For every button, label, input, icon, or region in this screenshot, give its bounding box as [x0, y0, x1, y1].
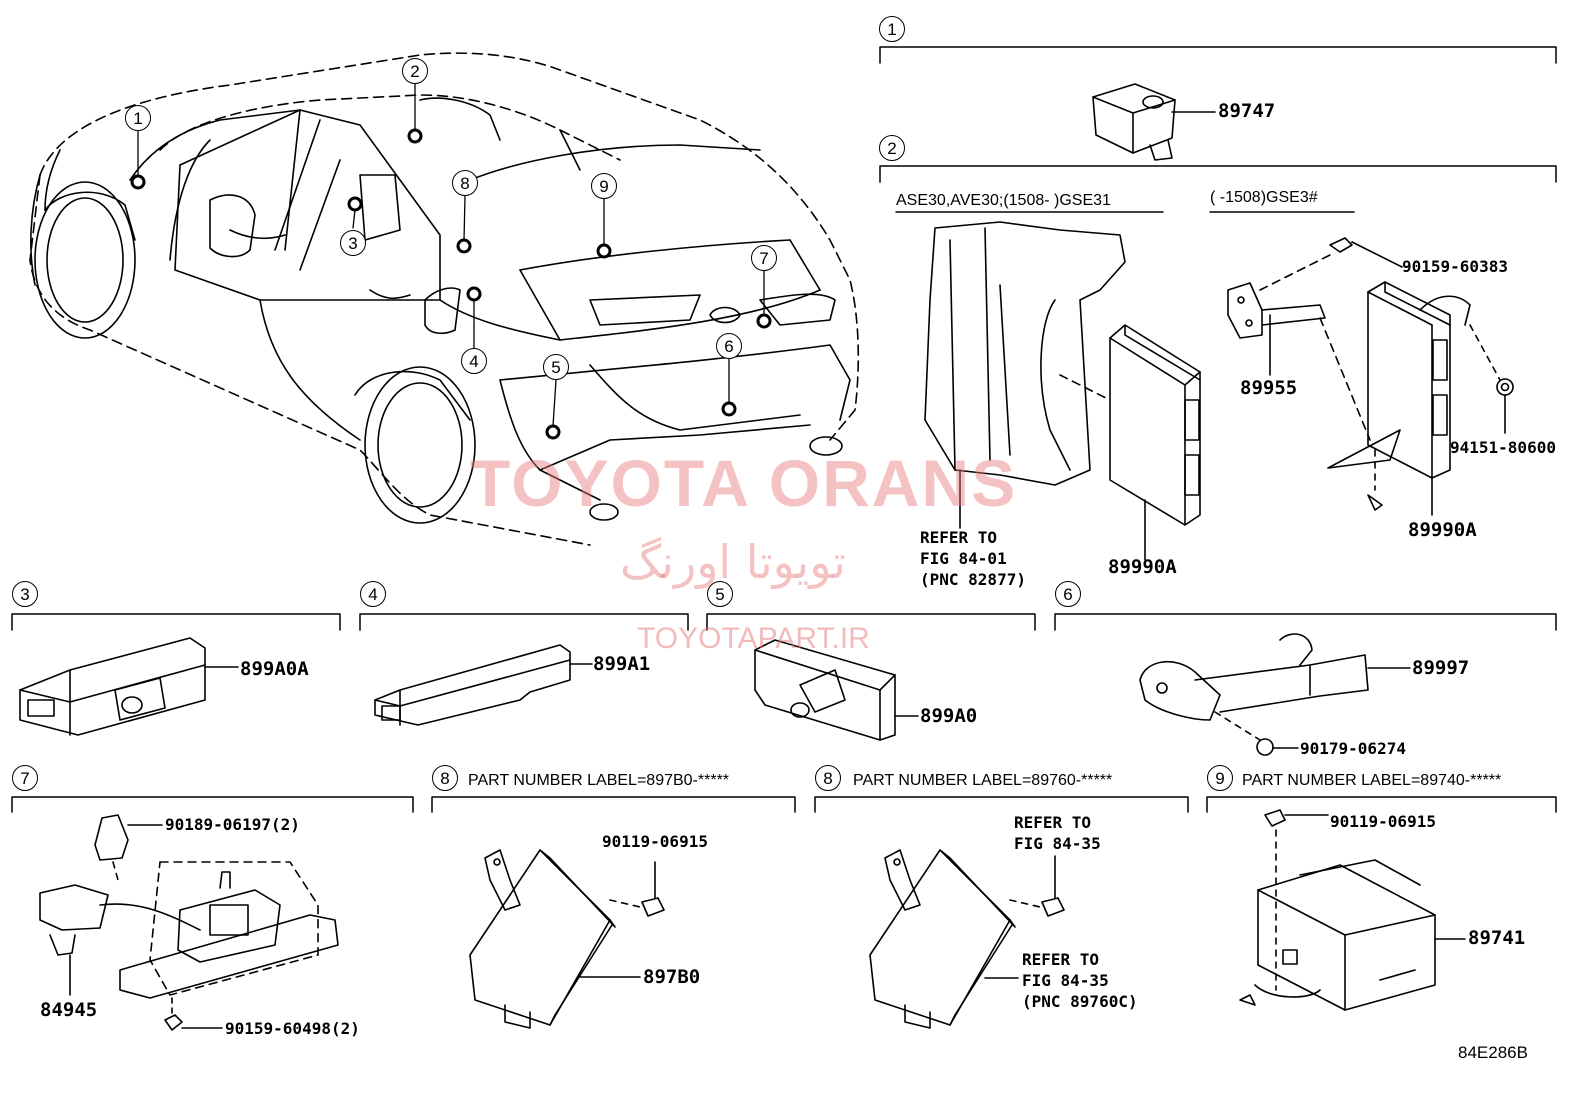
part-89990A-bracket-drawing: [924, 221, 1201, 561]
callout-panel-9: 9: [1207, 765, 1233, 791]
callout-car-5: 5: [543, 354, 569, 380]
part-number-94151-80600[interactable]: 94151-80600: [1450, 438, 1556, 457]
label-note-897B0: PART NUMBER LABEL=897B0-*****: [468, 772, 730, 789]
part-897B0-drawing: [469, 849, 665, 1029]
part-number-89990A-right[interactable]: 89990A: [1408, 519, 1477, 541]
variant-note-b: ( -1508)GSE3#: [1210, 189, 1318, 206]
panel-frames: [11, 46, 1557, 813]
reference-fig-84-01[interactable]: REFER TO FIG 84-01 (PNC 82877): [920, 528, 1026, 589]
callout-car-6: 6: [716, 333, 742, 359]
part-89760-drawing: [869, 849, 1065, 1029]
callout-panel-4: 4: [360, 581, 386, 607]
callout-car-1: 1: [125, 105, 151, 131]
watermark-line-2: تویوتا اورنگ: [620, 535, 846, 589]
part-89747-drawing: [1092, 83, 1216, 161]
car-illustration: [29, 52, 860, 546]
part-899A0A-drawing: [19, 637, 239, 736]
watermark-line-1: TOYOTA ORANS: [470, 446, 1018, 520]
part-number-89990A-left[interactable]: 89990A: [1108, 556, 1177, 578]
car-callout-leaders: [137, 83, 765, 427]
part-89741-drawing: [1239, 809, 1466, 1011]
callout-panel-7: 7: [12, 765, 38, 791]
car-sensor-markers: [130, 128, 772, 440]
callout-car-4: 4: [461, 348, 487, 374]
part-84945-drawing: [39, 814, 339, 1031]
part-number-89747[interactable]: 89747: [1218, 100, 1276, 122]
part-number-90159-60498[interactable]: 90159-60498(2): [225, 1019, 360, 1038]
part-number-899A0[interactable]: 899A0: [920, 705, 978, 727]
callout-car-9: 9: [591, 173, 617, 199]
part-number-89955[interactable]: 89955: [1240, 377, 1298, 399]
callout-panel-6: 6: [1055, 581, 1081, 607]
part-number-90119-06915-b[interactable]: 90119-06915: [1330, 812, 1436, 831]
part-number-90119-06915-a[interactable]: 90119-06915: [602, 832, 708, 851]
part-89997-drawing: [1139, 633, 1411, 756]
callout-car-8: 8: [452, 170, 478, 196]
diagram-code: 84E286B: [1458, 1043, 1528, 1062]
part-number-90179-06274[interactable]: 90179-06274: [1300, 739, 1406, 758]
part-number-899A1[interactable]: 899A1: [593, 653, 651, 675]
callout-panel-5: 5: [707, 581, 733, 607]
part-number-84945[interactable]: 84945: [40, 999, 98, 1021]
callout-panel-2: 2: [879, 135, 905, 161]
callout-car-7: 7: [751, 245, 777, 271]
callout-car-2: 2: [402, 58, 428, 84]
part-number-897B0[interactable]: 897B0: [643, 966, 701, 988]
callout-panel-8a: 8: [432, 765, 458, 791]
callout-panel-1: 1: [879, 16, 905, 42]
variant-note-a: ASE30,AVE30;(1508- )GSE31: [896, 192, 1111, 209]
callout-panel-8b: 8: [815, 765, 841, 791]
reference-fig-84-35-top[interactable]: REFER TO FIG 84-35: [1014, 813, 1101, 853]
part-number-89741[interactable]: 89741: [1468, 927, 1526, 949]
label-note-89760: PART NUMBER LABEL=89760-*****: [853, 772, 1113, 789]
callout-panel-3: 3: [12, 581, 38, 607]
part-89955-bracket-drawing: [1227, 237, 1514, 516]
part-number-90159-60383[interactable]: 90159-60383: [1402, 257, 1508, 276]
label-note-89740: PART NUMBER LABEL=89740-*****: [1242, 772, 1502, 789]
watermark-line-3: TOYOTAPART.IR: [637, 622, 870, 655]
part-number-899A0A[interactable]: 899A0A: [240, 658, 309, 680]
part-number-89997[interactable]: 89997: [1412, 657, 1470, 679]
part-number-90189-06197[interactable]: 90189-06197(2): [165, 815, 300, 834]
part-899A1-drawing: [374, 644, 593, 726]
callout-car-3: 3: [340, 230, 366, 256]
part-899A0-drawing: [754, 639, 919, 741]
reference-fig-84-35-bottom[interactable]: REFER TO FIG 84-35 (PNC 89760C): [1022, 950, 1138, 1011]
